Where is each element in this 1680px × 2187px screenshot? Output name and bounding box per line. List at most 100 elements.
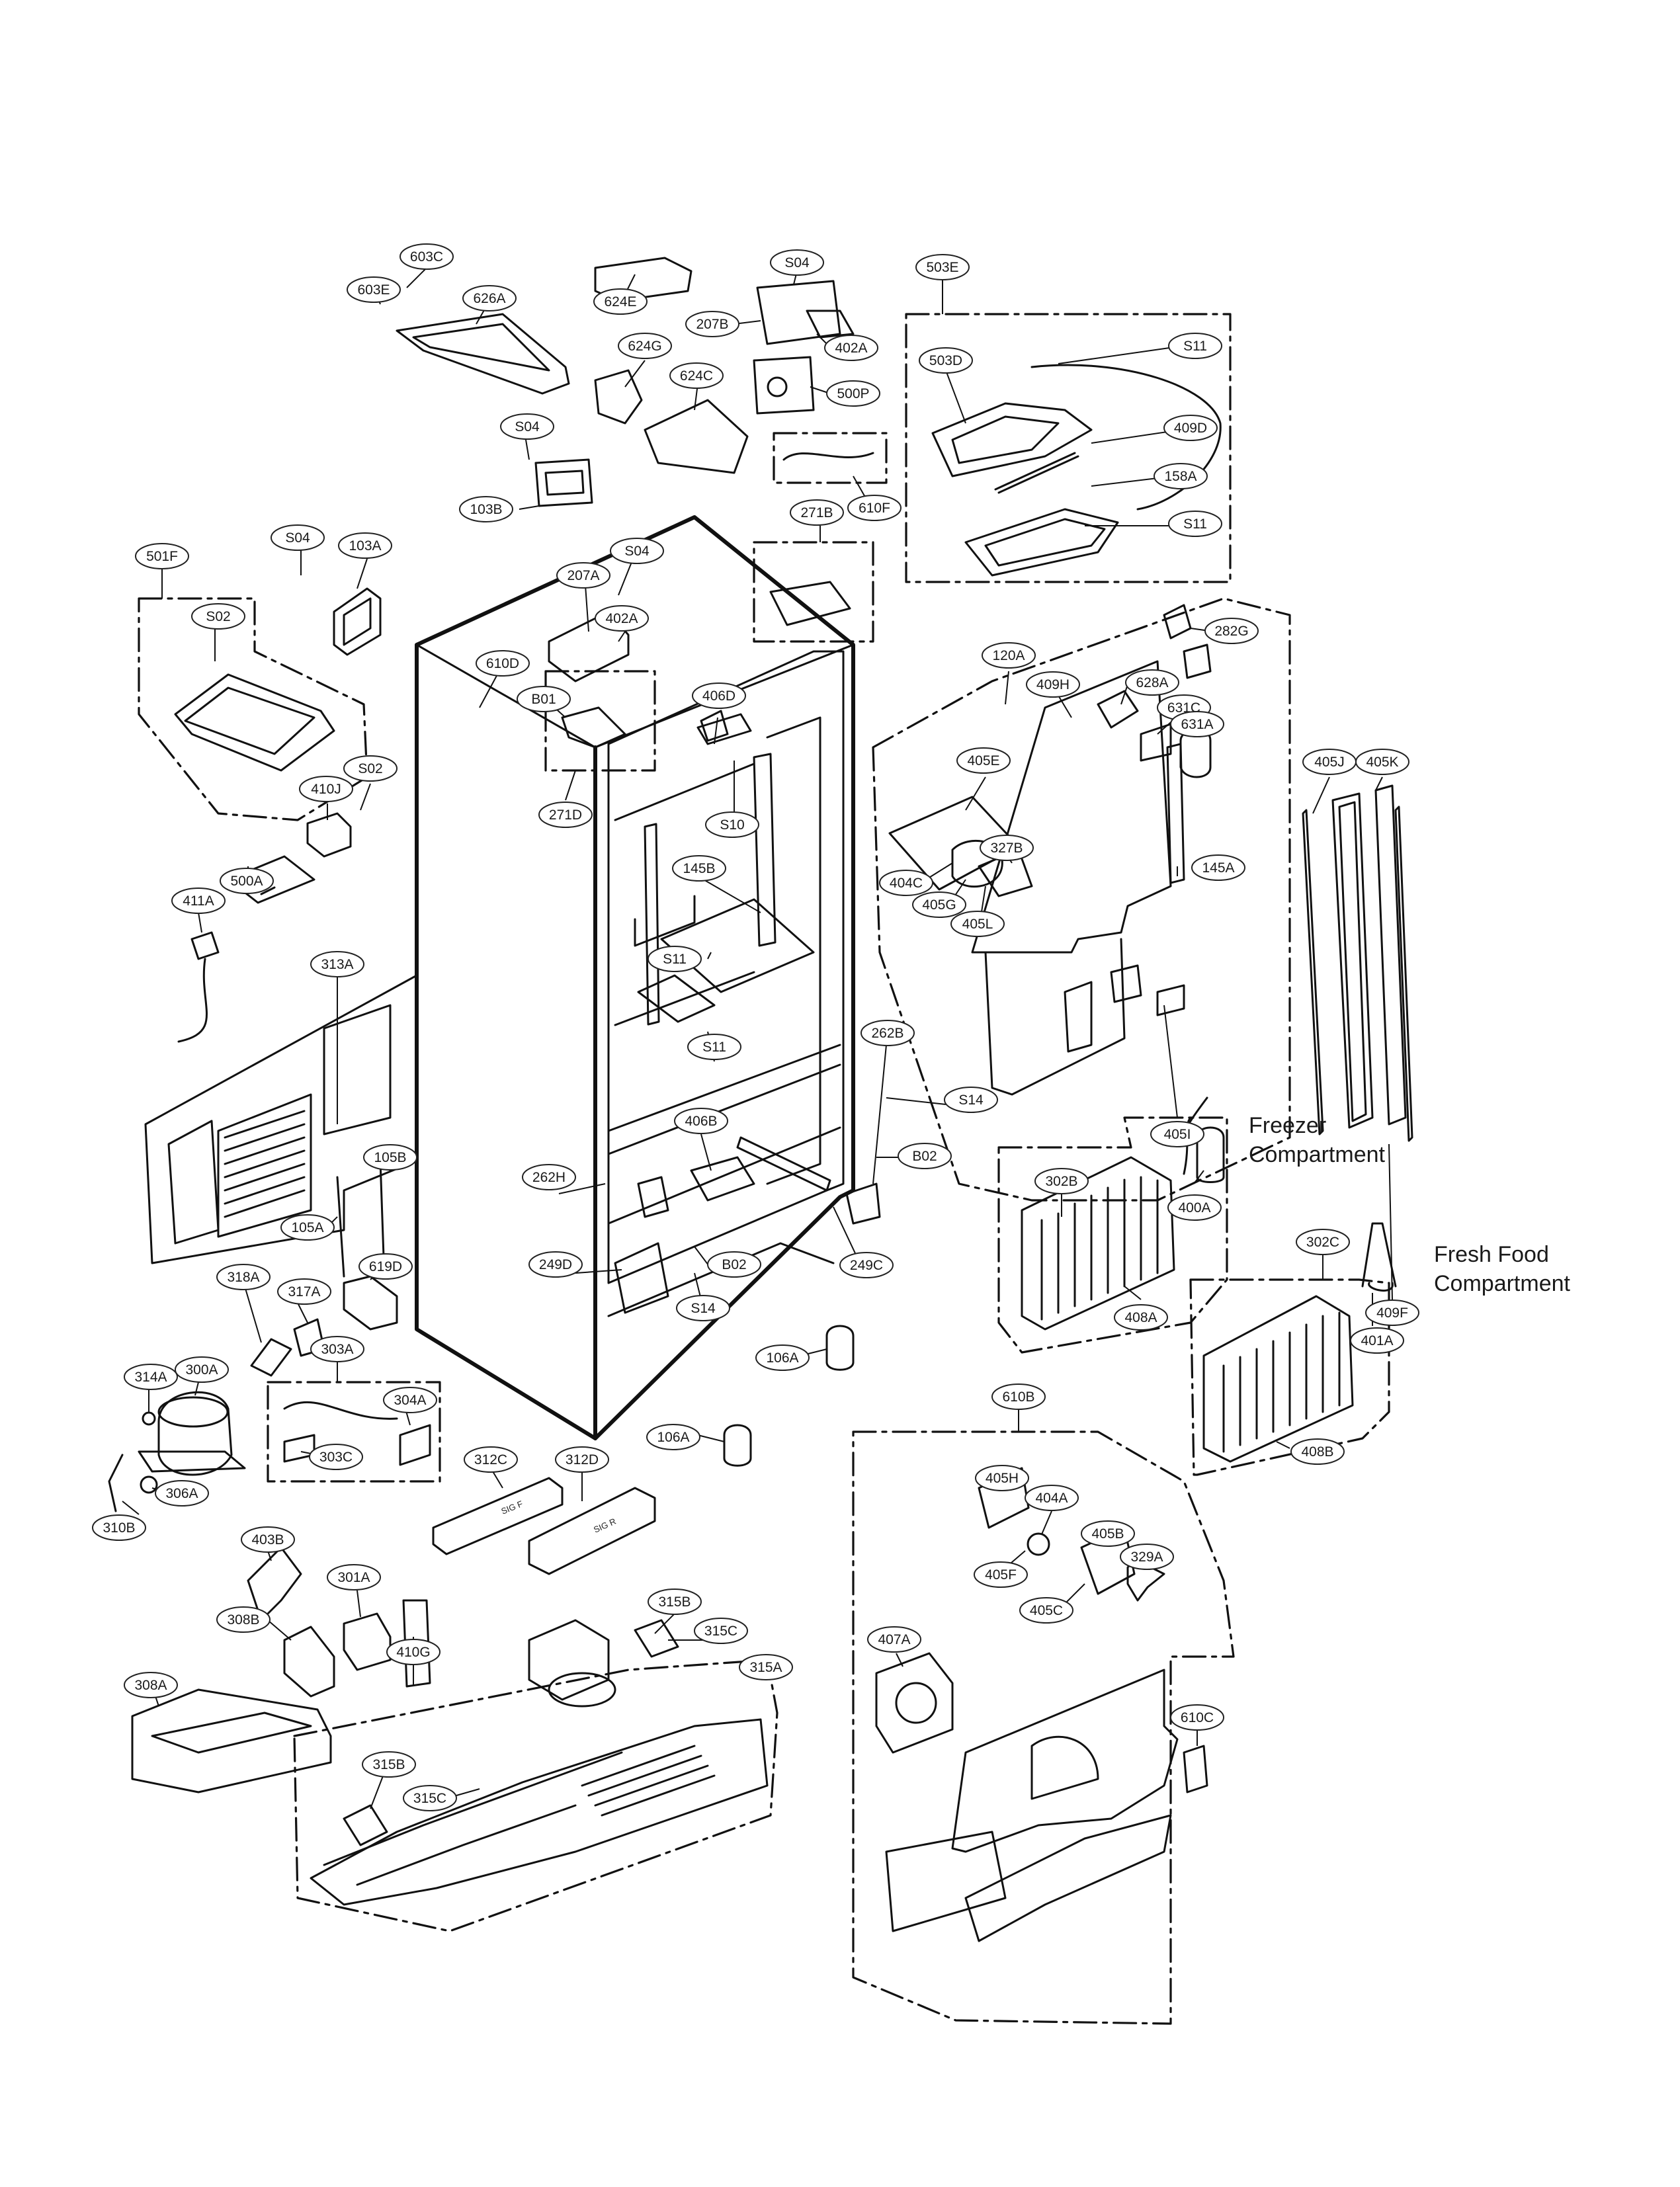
callout-label: S04 <box>784 255 810 270</box>
callout-label: 158A <box>1164 469 1197 484</box>
callout-label: B01 <box>531 692 556 707</box>
callout-301a: 301A <box>327 1564 381 1590</box>
callout-s04-d: S04 <box>271 524 325 551</box>
callout-306a: 306A <box>155 1480 209 1506</box>
callout-410g: 410G <box>386 1639 441 1665</box>
callout-label: 300A <box>185 1362 218 1378</box>
callout-bubble <box>707 1251 761 1278</box>
callout-label: 312C <box>474 1452 507 1467</box>
callout-bubble <box>618 333 672 359</box>
callout-bubble <box>280 1214 335 1241</box>
callout-bubble <box>522 1164 576 1190</box>
callout-bubble <box>595 605 649 632</box>
callout-bubble <box>362 1751 416 1778</box>
callout-label: 301A <box>337 1570 370 1585</box>
callout-bubble <box>687 1034 741 1060</box>
callout-503d: 503D <box>919 347 973 374</box>
callout-bubble <box>1120 1544 1174 1570</box>
callout-271d: 271D <box>538 802 593 828</box>
callout-label: 405G <box>922 897 956 913</box>
callout-bubble <box>216 1264 271 1290</box>
callout-label: 501F <box>146 549 178 564</box>
callout-105b: 105B <box>363 1144 417 1171</box>
callout-label: 603E <box>357 282 390 298</box>
callout-315b-a: 315B <box>648 1589 702 1615</box>
callout-409d: 409D <box>1163 415 1218 441</box>
callout-label: 249C <box>850 1258 883 1273</box>
callout-label: S02 <box>206 609 230 624</box>
callout-bubble <box>610 538 664 564</box>
callout-314a: 314A <box>124 1364 178 1390</box>
callout-402a-a: 402A <box>824 335 878 361</box>
callout-bubble <box>555 1446 609 1473</box>
callout-bubble <box>241 1526 295 1553</box>
callout-b02-a: B02 <box>898 1143 952 1169</box>
callout-bubble <box>347 276 401 303</box>
callout-b01: B01 <box>517 686 571 712</box>
callout-label: 610D <box>486 656 519 671</box>
callout-bubble <box>1114 1304 1168 1331</box>
callout-label: S11 <box>1183 516 1207 532</box>
callout-label: 619D <box>369 1259 402 1274</box>
callout-label: 500A <box>230 874 263 889</box>
callout-label: 302B <box>1045 1174 1077 1189</box>
callout-bubble <box>991 1383 1046 1410</box>
callout-label: 403B <box>251 1532 284 1547</box>
callout-label: 106A <box>657 1430 689 1445</box>
callout-label: 500P <box>837 386 869 401</box>
callout-bubble <box>980 835 1034 861</box>
callout-s11-a: S11 <box>1168 333 1222 359</box>
callout-label: 310B <box>103 1520 135 1536</box>
callout-500a: 500A <box>220 868 274 894</box>
callout-label: 314A <box>134 1370 167 1385</box>
callout-405l: 405L <box>950 911 1005 937</box>
callout-label: 262H <box>532 1170 566 1185</box>
callout-bubble <box>383 1387 437 1413</box>
callout-label: 405L <box>962 917 993 932</box>
callout-bubble <box>528 1251 583 1278</box>
callout-145b: 145B <box>672 855 726 882</box>
callout-label: 103A <box>349 538 381 554</box>
callout-bubble <box>1150 1121 1204 1147</box>
callout-bubble <box>898 1143 952 1169</box>
leader-lines <box>122 267 1393 1809</box>
callout-label: 405F <box>985 1567 1017 1583</box>
callout-label: 628A <box>1136 675 1168 690</box>
callout-label: 318A <box>227 1270 259 1285</box>
callout-262h: 262H <box>522 1164 576 1190</box>
callout-411a: 411A <box>171 887 226 914</box>
callout-145a: 145A <box>1191 854 1245 881</box>
callout-bubble <box>879 870 933 896</box>
callout-405f: 405F <box>974 1561 1028 1588</box>
callout-bubble <box>739 1654 793 1680</box>
callout-bubble <box>277 1278 331 1305</box>
callout-bubble <box>1019 1597 1073 1624</box>
callout-bubble <box>399 243 454 270</box>
callout-label: S14 <box>691 1301 716 1316</box>
callout-bubble <box>674 1108 728 1134</box>
callout-bubble <box>1025 1485 1079 1511</box>
callout-405b: 405B <box>1081 1520 1135 1547</box>
callout-603c: 603C <box>399 243 454 270</box>
callout-bubble <box>672 855 726 882</box>
callout-404c: 404C <box>879 870 933 896</box>
callout-103b: 103B <box>459 496 513 522</box>
callout-bubble <box>327 1564 381 1590</box>
callout-label: S11 <box>1183 339 1207 354</box>
callout-106a-a: 106A <box>755 1344 810 1371</box>
callout-bubble <box>386 1639 441 1665</box>
callout-bubble <box>790 499 844 526</box>
callout-408b: 408B <box>1290 1438 1345 1465</box>
callout-408a: 408A <box>1114 1304 1168 1331</box>
callout-s11-c: S11 <box>648 946 702 972</box>
callout-302b: 302B <box>1034 1168 1089 1194</box>
callout-501f: 501F <box>135 543 189 569</box>
callout-bubble <box>92 1514 146 1541</box>
callout-bubble <box>343 755 398 782</box>
callout-bubble <box>1125 669 1179 696</box>
callout-bubble <box>358 1253 413 1280</box>
callout-bubble <box>403 1785 457 1811</box>
